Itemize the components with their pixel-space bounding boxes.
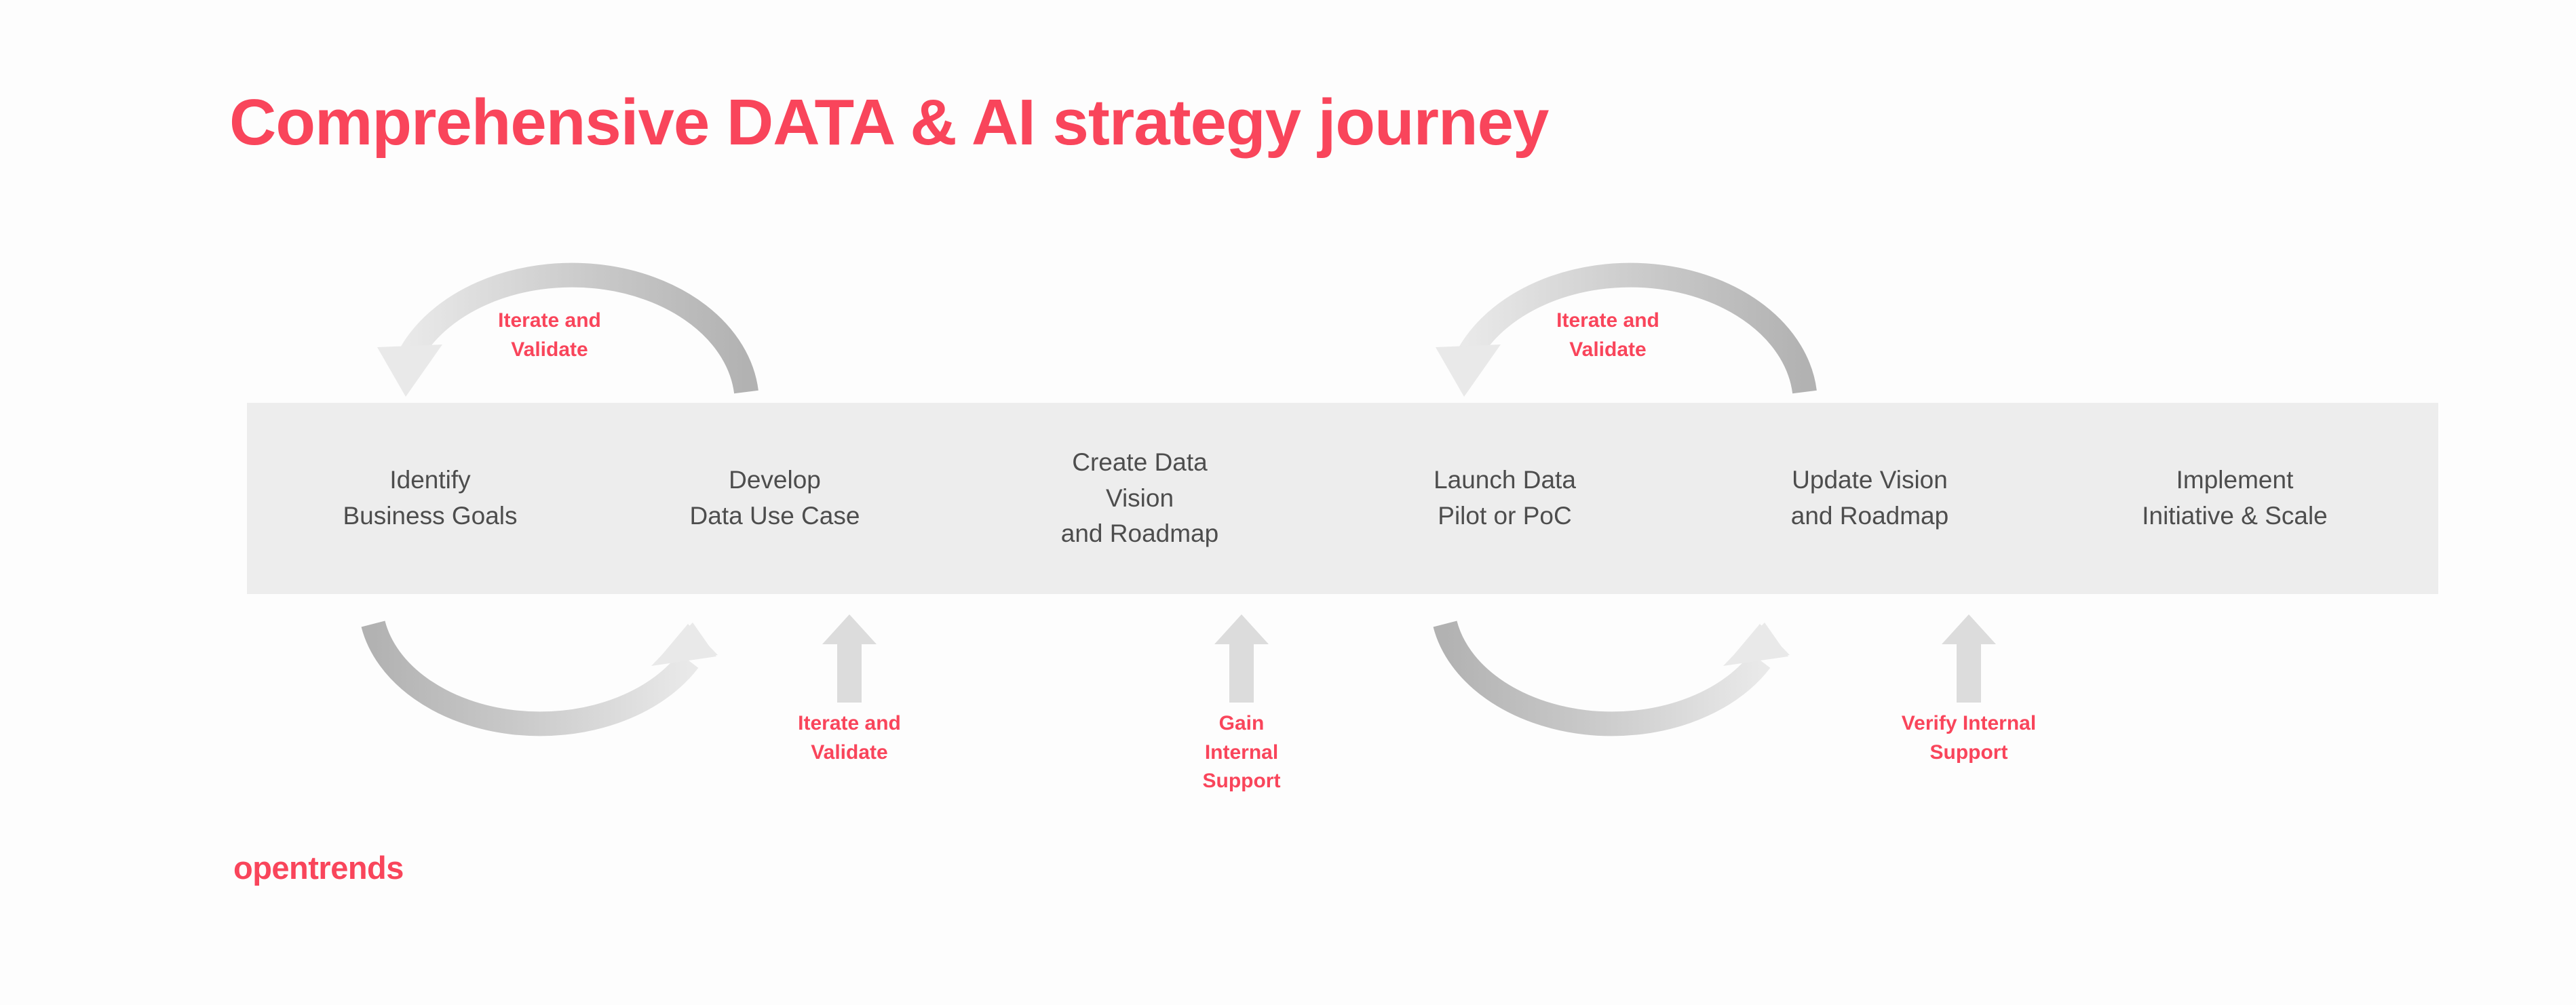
up-arrow-3-icon bbox=[1942, 614, 1996, 703]
journey-step-3-label: Create Data Vision and Roadmap bbox=[1060, 448, 1219, 548]
bottom-arc-2-icon bbox=[1391, 604, 1825, 780]
up-arrow-3-label: Verify Internal Support bbox=[1901, 712, 2037, 764]
journey-step-4-label: Launch Data Pilot or PoC bbox=[1434, 466, 1576, 530]
journey-step-1-label: Identify Business Goals bbox=[343, 466, 518, 530]
journey-step-4[interactable]: Launch Data Pilot or PoC bbox=[1301, 403, 1708, 594]
bottom-arc-1-icon bbox=[319, 604, 753, 780]
top-arc-1-icon bbox=[366, 244, 773, 407]
up-arrow-2-label: Gain Internal Support bbox=[1202, 712, 1281, 793]
journey-step-5-label: Update Vision and Roadmap bbox=[1790, 466, 1949, 530]
up-arrow-1-icon bbox=[822, 614, 877, 703]
page-title: Comprehensive DATA & AI strategy journey bbox=[229, 86, 1549, 159]
journey-step-5[interactable]: Update Vision and Roadmap bbox=[1666, 403, 2073, 594]
journey-step-3[interactable]: Create Data Vision and Roadmap bbox=[936, 403, 1343, 594]
journey-step-6[interactable]: Implement Initiative & Scale bbox=[2031, 403, 2438, 594]
top-arc-2-icon bbox=[1425, 244, 1832, 407]
opentrends-logo: opentrends bbox=[233, 850, 404, 886]
journey-step-6-label: Implement Initiative & Scale bbox=[2142, 466, 2328, 530]
up-arrow-2-icon bbox=[1214, 614, 1269, 703]
top-arc-2-label: Iterate and Validate bbox=[1556, 309, 1659, 361]
top-arc-1-label: Iterate and Validate bbox=[498, 309, 601, 361]
journey-step-2[interactable]: Develop Data Use Case bbox=[571, 403, 978, 594]
up-arrow-1-label: Iterate and Validate bbox=[798, 712, 901, 764]
journey-step-1[interactable]: Identify Business Goals bbox=[247, 403, 613, 594]
journey-step-2-label: Develop Data Use Case bbox=[689, 466, 860, 530]
journey-chevron-band: Identify Business Goals Develop Data Use… bbox=[247, 403, 2438, 594]
